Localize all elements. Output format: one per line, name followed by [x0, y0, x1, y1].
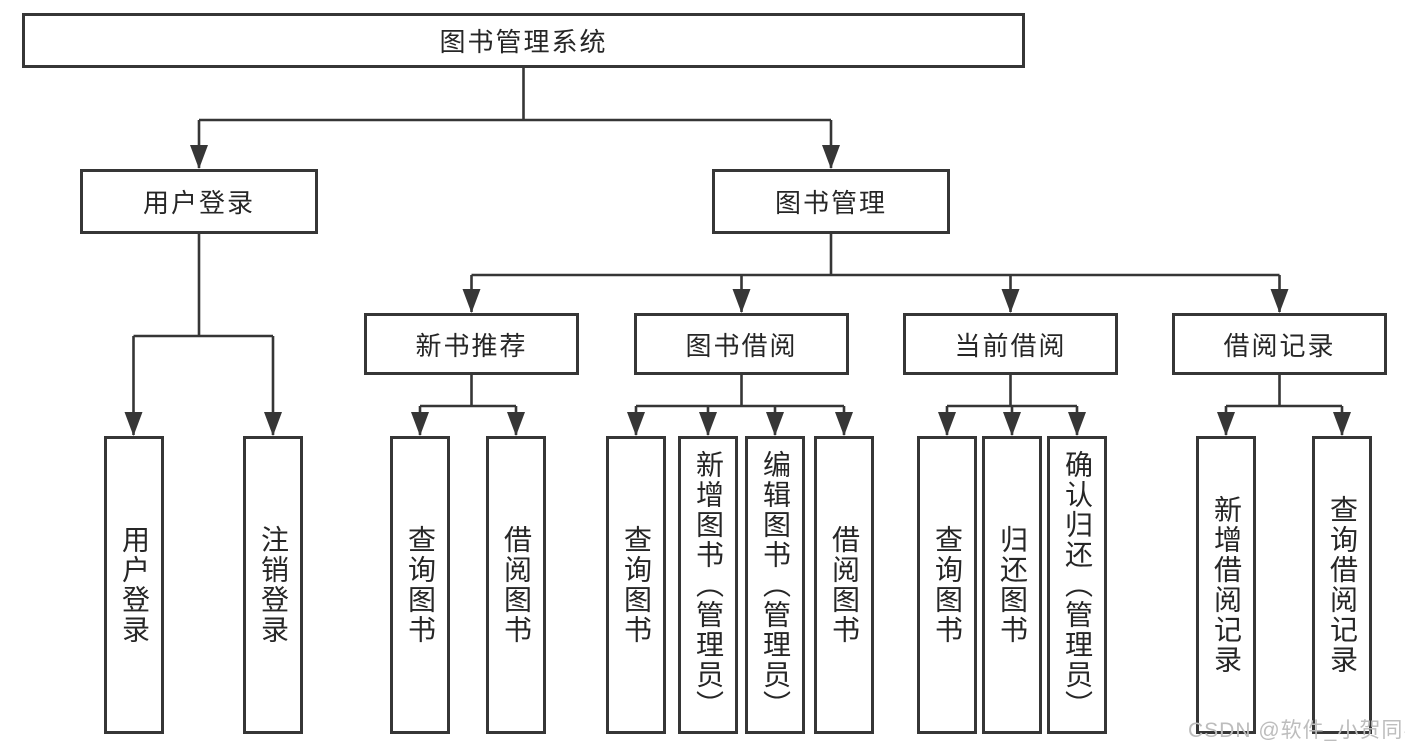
- node-label: 确认归还（管理员）: [1062, 450, 1093, 720]
- leaf-return-books: 归还图书: [982, 436, 1042, 734]
- node-label: 新书推荐: [415, 330, 528, 361]
- node-label: 图书管理系统: [439, 27, 608, 57]
- node-label: 借阅图书: [829, 525, 860, 645]
- node-label: 用户登录: [119, 525, 150, 645]
- leaf-query-books-3: 查询图书: [917, 436, 977, 734]
- leaf-query-books-2: 查询图书: [606, 436, 666, 734]
- leaf-borrow-books-1: 借阅图书: [486, 436, 546, 734]
- leaf-edit-books-admin: 编辑图书（管理员）: [745, 436, 805, 734]
- node-label: 查询借阅记录: [1327, 495, 1358, 675]
- node-label: 编辑图书（管理员）: [760, 450, 791, 720]
- node-borrow-record: 借阅记录: [1172, 313, 1387, 375]
- leaf-borrow-books-2: 借阅图书: [814, 436, 874, 734]
- node-label: 注销登录: [258, 525, 289, 645]
- watermark-text: CSDN @软件_小贺同学: [1188, 719, 1405, 742]
- node-new-book-recommend: 新书推荐: [364, 313, 579, 375]
- node-label: 当前借阅: [954, 330, 1067, 361]
- node-label: 借阅记录: [1223, 330, 1336, 361]
- node-label: 归还图书: [997, 525, 1028, 645]
- leaf-logout: 注销登录: [243, 436, 303, 734]
- node-label: 查询图书: [932, 525, 963, 645]
- node-label: 查询图书: [621, 525, 652, 645]
- node-current-borrow: 当前借阅: [903, 313, 1118, 375]
- node-library-management-system: 图书管理系统: [22, 13, 1025, 68]
- node-label: 借阅图书: [501, 525, 532, 645]
- node-book-borrow: 图书借阅: [634, 313, 849, 375]
- leaf-user-login: 用户登录: [104, 436, 164, 734]
- node-label: 新增借阅记录: [1211, 495, 1242, 675]
- node-user-login: 用户登录: [80, 169, 318, 234]
- node-label: 图书管理: [774, 188, 887, 218]
- leaf-add-books-admin: 新增图书（管理员）: [678, 436, 738, 734]
- node-label: 新增图书（管理员）: [693, 450, 724, 720]
- leaf-confirm-return-admin: 确认归还（管理员）: [1047, 436, 1107, 734]
- leaf-query-borrow-record: 查询借阅记录: [1312, 436, 1372, 734]
- leaf-add-borrow-record: 新增借阅记录: [1196, 436, 1256, 734]
- node-book-management: 图书管理: [712, 169, 950, 234]
- node-label: 用户登录: [142, 188, 255, 218]
- node-label: 查询图书: [405, 525, 436, 645]
- leaf-query-books-1: 查询图书: [390, 436, 450, 734]
- node-label: 图书借阅: [685, 330, 798, 361]
